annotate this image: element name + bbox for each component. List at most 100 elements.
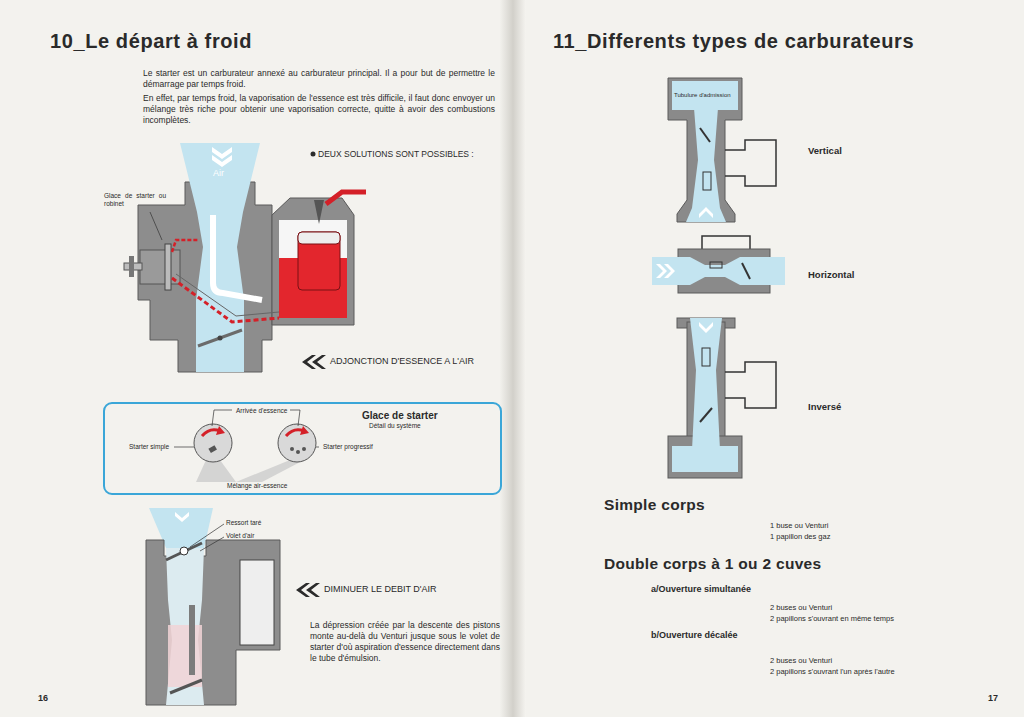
panel-subheading: Détail du système xyxy=(369,422,421,430)
part-label: Arrivée d'essence xyxy=(236,407,287,415)
leader-line xyxy=(212,410,232,426)
air-arrow xyxy=(175,512,189,522)
bullet xyxy=(311,152,316,157)
mixture-fog xyxy=(168,625,202,687)
throttle-butterfly xyxy=(742,263,750,279)
section-heading: Double corps à 1 ou 2 cuves xyxy=(604,554,821,574)
air-label: Air xyxy=(213,168,224,180)
starter-fuel-line xyxy=(172,278,279,322)
intake-manifold xyxy=(672,81,738,110)
type-label: Vertical xyxy=(808,145,842,157)
disc-hole xyxy=(290,447,294,451)
disc-hole xyxy=(208,445,217,453)
page-number: 16 xyxy=(38,693,48,705)
air-arrow xyxy=(656,264,667,278)
choke-flap xyxy=(166,543,202,560)
carburetor-body xyxy=(146,540,280,705)
leader-line xyxy=(290,410,300,426)
horizontal-carburetor xyxy=(652,236,785,293)
part-label: Glace de starter ou robinet xyxy=(104,192,166,209)
fuel-arrow-head xyxy=(216,426,225,435)
downdraft-carburetor xyxy=(668,318,776,478)
mixture-spray xyxy=(196,460,236,482)
needle-valve xyxy=(314,200,324,224)
air-arrow xyxy=(699,207,713,218)
fuel-arrow-head xyxy=(300,426,309,435)
throttle-butterfly xyxy=(700,128,710,142)
section-heading: Simple corps xyxy=(604,495,705,515)
choke-carburetor xyxy=(146,508,280,705)
choke-spring xyxy=(180,547,188,555)
method-label: ADJONCTION D'ESSENCE A L'AIR xyxy=(330,356,474,368)
section-note: DEUX SOLUTIONS SONT POSSIBLES : xyxy=(318,149,474,160)
type-label: Horizontal xyxy=(808,269,854,281)
emulsion-tube xyxy=(710,262,722,268)
leader-line xyxy=(200,537,224,551)
starter-disc xyxy=(278,424,316,462)
emulsion-tube xyxy=(213,215,262,300)
part-label: Ressort taré xyxy=(226,519,261,527)
subsection-heading: a/Ouverture simultanée xyxy=(651,584,751,596)
float-chamber xyxy=(240,560,274,645)
float-chamber xyxy=(272,198,354,325)
method-label: DIMINUER LE DEBIT D'AIR xyxy=(324,584,437,596)
subsection-heading: b/Ouverture décalée xyxy=(651,630,738,642)
part-label: Tubulure d'admission xyxy=(674,92,731,100)
emulsion-tube xyxy=(189,605,195,675)
starter-carburetor xyxy=(124,143,366,372)
leader-line xyxy=(190,524,224,547)
spec-text: 2 buses ou Venturi xyxy=(770,656,832,666)
venturi-channel xyxy=(180,143,260,372)
detail-panel: Glace de starterDétail du système Arrivée… xyxy=(103,402,502,495)
float-cap xyxy=(298,232,340,244)
spec-text: 1 papillon des gaz xyxy=(770,532,830,542)
float xyxy=(298,232,340,290)
panel-heading: Glace de starter xyxy=(362,409,438,422)
body-text: La dépression créée par la descente des … xyxy=(310,620,500,664)
page-gutter xyxy=(500,0,526,717)
air-arrow xyxy=(699,322,713,333)
starter-outlet xyxy=(172,240,198,252)
emulsion-tube xyxy=(703,172,711,190)
leader-line xyxy=(174,447,194,448)
spec-text: 1 buse ou Venturi xyxy=(770,521,828,531)
throttle-axis xyxy=(218,336,223,341)
mixture-spray xyxy=(236,460,304,482)
float-bowl xyxy=(725,362,776,408)
starter-disc-detail xyxy=(174,410,319,482)
starter-knob xyxy=(129,256,134,277)
part-label: Starter simple xyxy=(129,443,169,451)
spec-text: 2 buses ou Venturi xyxy=(770,603,832,613)
float-bowl xyxy=(725,140,776,186)
venturi-channel xyxy=(166,548,204,705)
part-label: Volet d'air xyxy=(226,532,254,540)
starter-disc xyxy=(165,244,171,290)
disc-hole xyxy=(296,450,300,454)
type-label: Inversé xyxy=(808,401,841,413)
chevron-icon xyxy=(302,355,326,369)
intake-manifold xyxy=(672,446,738,472)
body-text: En effet, par temps froid, la vaporisati… xyxy=(143,93,495,126)
spec-text: 2 papillons s'ouvrant en même temps xyxy=(770,614,894,624)
starter-fuel-line xyxy=(176,274,279,316)
page-number: 17 xyxy=(988,693,998,705)
body-text: Le starter est un carburateur annexé au … xyxy=(143,68,495,90)
throttle-butterfly xyxy=(700,408,712,422)
venturi-channel xyxy=(652,257,785,285)
air-arrow xyxy=(212,155,232,167)
venturi-channel xyxy=(690,318,722,450)
part-label: Starter progressif xyxy=(323,443,373,451)
part-label: Mélange air-essence xyxy=(227,482,287,490)
float-bowl xyxy=(702,236,750,250)
fuel-inlet xyxy=(326,192,366,204)
disc-hole xyxy=(302,447,306,451)
starter-disc xyxy=(194,424,232,462)
throttle-butterfly xyxy=(198,330,242,346)
leader-line xyxy=(316,447,319,448)
throttle-butterfly xyxy=(170,680,202,693)
vertical-carburetor xyxy=(668,78,776,222)
chamber-interior xyxy=(279,220,347,318)
